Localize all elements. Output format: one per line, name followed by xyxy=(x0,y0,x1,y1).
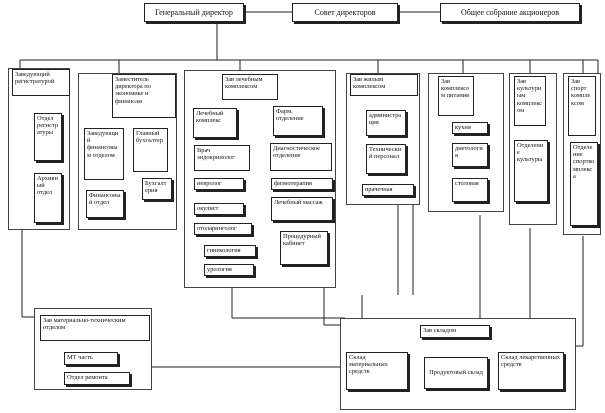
director-box: Генеральный директор xyxy=(144,3,244,22)
treatment-complex: Лечебный комплекс xyxy=(193,108,237,138)
food-head: Зав комплексом питания xyxy=(438,76,474,116)
kitchen: кухня xyxy=(452,122,488,134)
admin-dept: администрация xyxy=(366,110,406,136)
food-warehouse: Продуктовый склад xyxy=(424,357,488,389)
accounting: Бухгалтерия xyxy=(142,178,172,200)
registry-head: Заведующий регистратурой xyxy=(12,69,70,96)
sport-dept: Отделение спорткомплекса xyxy=(570,142,598,226)
registry-dept: Отдел регистратуры xyxy=(34,113,62,161)
dietology: диетология xyxy=(452,143,488,167)
shareholders-box: Общее собрание акционеров xyxy=(440,3,580,22)
culture-head: Зав культурным комплексом xyxy=(514,76,546,126)
physiotherapy: физиотерапия xyxy=(271,178,333,190)
ent-doctor: отоларинголог xyxy=(194,223,252,235)
culture-dept: Отделение культуры xyxy=(514,140,548,202)
canteen: столовая xyxy=(452,178,488,202)
fin-head: Заведующий финансовым отделом xyxy=(84,128,124,180)
tech-staff: Технический персонал xyxy=(366,144,406,174)
diagnostic-dept: Диагностическое отделение xyxy=(270,143,332,171)
drugs-warehouse: Склад лекарственных средств xyxy=(498,352,564,390)
supply-head: Зав материально-техническим отделом xyxy=(40,315,150,341)
fin-dept: Финансовый отдел xyxy=(86,190,124,218)
sport-head: Зав спорт комплексом xyxy=(568,76,596,136)
housing-head: Зав жилым комплексом xyxy=(350,74,418,96)
archive-dept: Архивный отдел xyxy=(34,173,62,223)
ophthalmologist: окулист xyxy=(194,203,244,215)
massage: Лечебный массаж xyxy=(271,197,333,221)
urology: урология xyxy=(204,264,254,276)
endocrinologist: Врач эндокринолог xyxy=(194,145,250,171)
laundry: прачечная xyxy=(362,184,414,196)
warehouse-head: Зав складом xyxy=(420,325,490,338)
board-box: Совет директоров xyxy=(292,3,398,22)
mt-unit: МТ часть xyxy=(64,352,118,365)
repair-dept: Отдел ремонта xyxy=(64,372,130,385)
chief-accountant: Главный бухгалтер xyxy=(133,128,168,172)
neurologist: невролог xyxy=(194,178,244,190)
economics-head: Заместитель директора по экономике и фин… xyxy=(112,74,176,118)
pharmacy-dept: Фарм. отделение xyxy=(273,106,323,136)
medical-head: Зав лечебным комплексом xyxy=(222,74,278,100)
gynecology: гинекология xyxy=(204,245,256,257)
materials-warehouse: Склад материальных средств xyxy=(346,352,408,390)
procedure-room: Процедурный кабинет xyxy=(280,231,328,265)
